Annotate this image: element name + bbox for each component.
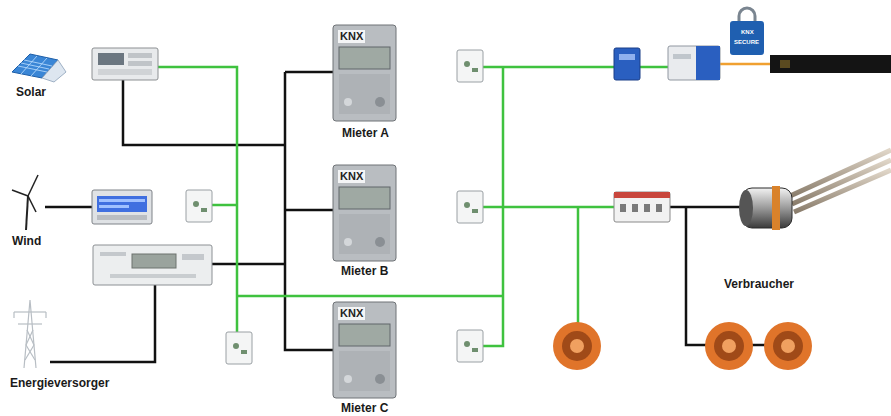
caption-text: Mieter C <box>341 401 388 415</box>
main-meter <box>93 245 212 285</box>
caption-text: Verbraucher <box>724 277 795 291</box>
pylon-icon <box>14 300 46 368</box>
power-wire <box>45 72 765 362</box>
meter-box: KNX Mieter A <box>326 24 404 140</box>
wind-turbine-icon <box>12 175 38 230</box>
meter-box: KNX Mieter B <box>326 164 404 278</box>
solar-icon <box>12 54 66 82</box>
secure-bar <box>770 55 891 73</box>
badge-text: SECURE <box>734 39 759 46</box>
caption-text: Mieter A <box>342 126 389 140</box>
pv-inverter <box>92 48 158 80</box>
solar-label: Solar <box>14 84 49 100</box>
badge-text: KNX <box>741 29 754 36</box>
socket <box>553 322 812 370</box>
caption-text: Wind <box>12 234 42 248</box>
caption-text: Mieter B <box>341 264 388 278</box>
secure-wire <box>720 63 772 66</box>
knx-meter <box>333 25 396 398</box>
consumer-label: Verbraucher <box>722 276 797 292</box>
meter-box: KNX Mieter C <box>326 301 404 415</box>
meter-logo: KNX <box>338 307 365 320</box>
wind-label: Wind <box>10 233 44 249</box>
heating-element <box>739 150 891 230</box>
bus-wire <box>158 67 668 346</box>
secure-badge <box>730 8 764 55</box>
caption-text: Solar <box>16 85 47 99</box>
switch-actuator <box>614 192 670 222</box>
knx-interface <box>614 46 720 80</box>
meter-logo: KNX <box>338 30 365 43</box>
caption-text: Energieversorger <box>10 376 110 390</box>
meter-logo: KNX <box>338 170 365 183</box>
wind-display <box>92 190 152 224</box>
supplier-label: Energieversorger <box>8 375 112 391</box>
bar-mark <box>780 60 790 68</box>
